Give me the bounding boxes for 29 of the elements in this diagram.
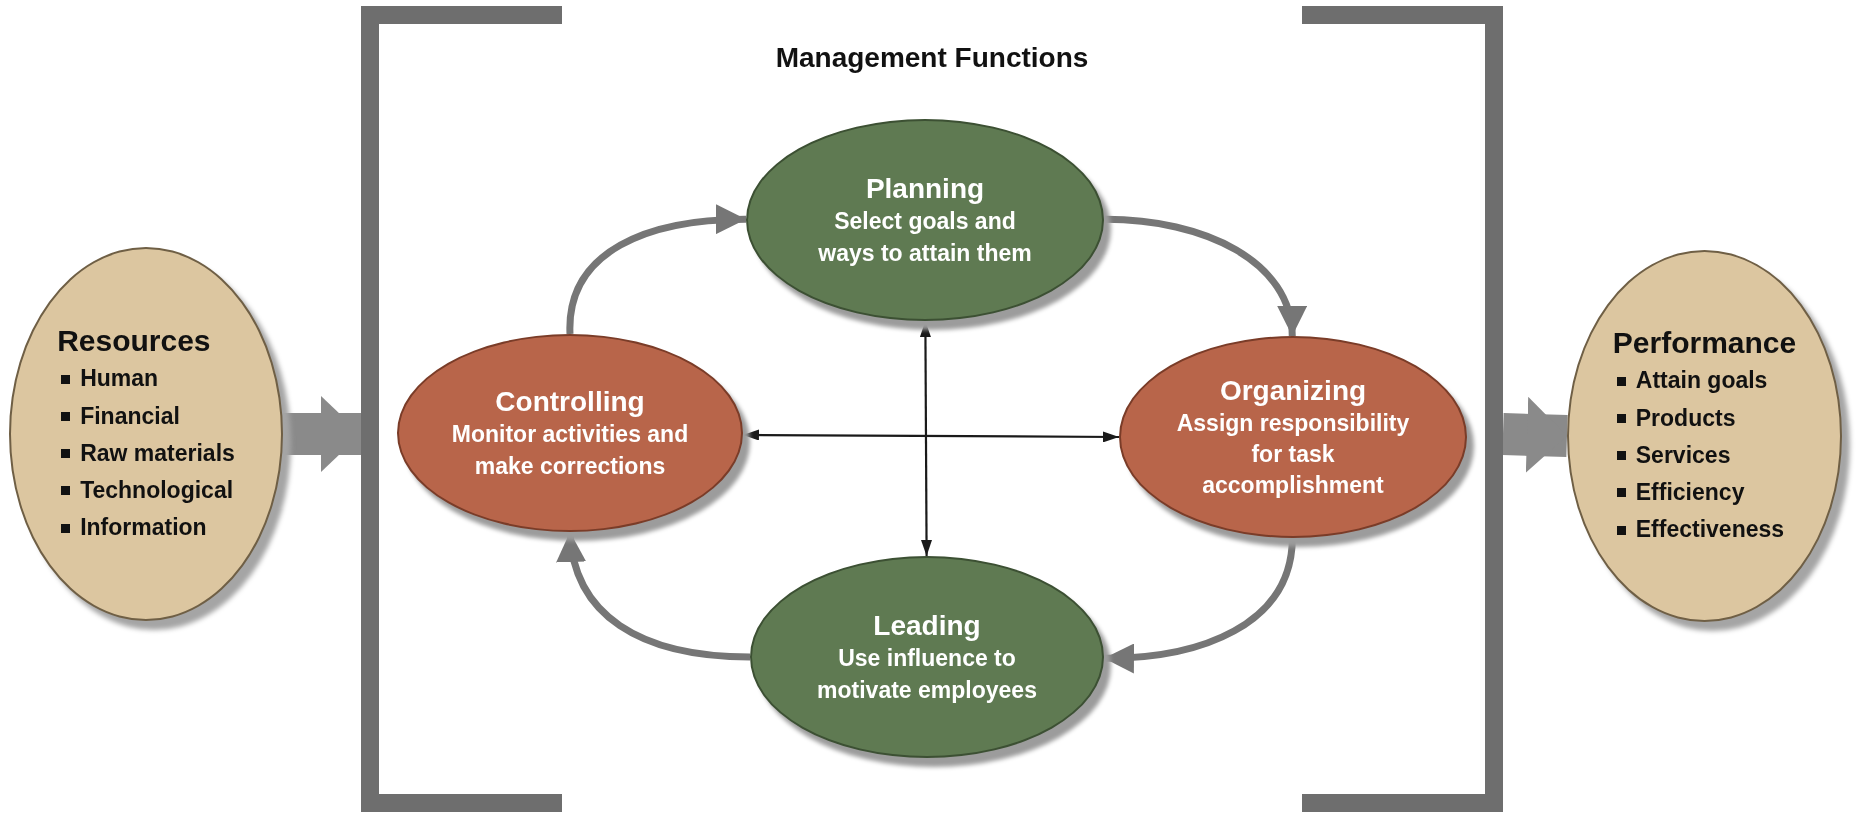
ellipse-heading: Leading [873, 609, 981, 644]
group-heading: Management Functions [775, 42, 1089, 74]
ellipse-description: Assign responsibility for task accomplishment [1175, 408, 1411, 500]
list-item: Technological [80, 476, 234, 506]
list-item: Effectiveness [1635, 515, 1785, 545]
arrow [566, 205, 747, 335]
arrow [1103, 537, 1296, 673]
list-item: Attain goals [1635, 366, 1768, 396]
list-item: Raw materials [80, 438, 235, 468]
block-arrow [283, 396, 361, 472]
arrow [558, 531, 751, 661]
ellipse-heading: Controlling [495, 385, 645, 420]
ellipse-heading: Organizing [1219, 373, 1367, 408]
ellipse-description: Select goals and ways to attain them [817, 207, 1033, 268]
ellipse-description: Monitor activities and make corrections [450, 420, 690, 481]
arrow [919, 321, 932, 556]
list-item: Efficiency [1635, 478, 1745, 508]
arrow [742, 429, 1119, 443]
list-item: Information [80, 513, 207, 543]
list-item: Financial [80, 401, 180, 431]
ellipse-heading: Performance [1612, 325, 1797, 362]
list-item: Services [1635, 440, 1731, 470]
block-arrow [1502, 396, 1568, 473]
ellipse-heading: Planning [865, 172, 985, 207]
list-item: Products [1635, 403, 1736, 433]
ellipse-heading: Resources [57, 323, 211, 360]
list-item: Human [80, 364, 159, 394]
arrow [1103, 215, 1305, 337]
ellipse-description: Use influence to motivate employees [816, 644, 1038, 705]
